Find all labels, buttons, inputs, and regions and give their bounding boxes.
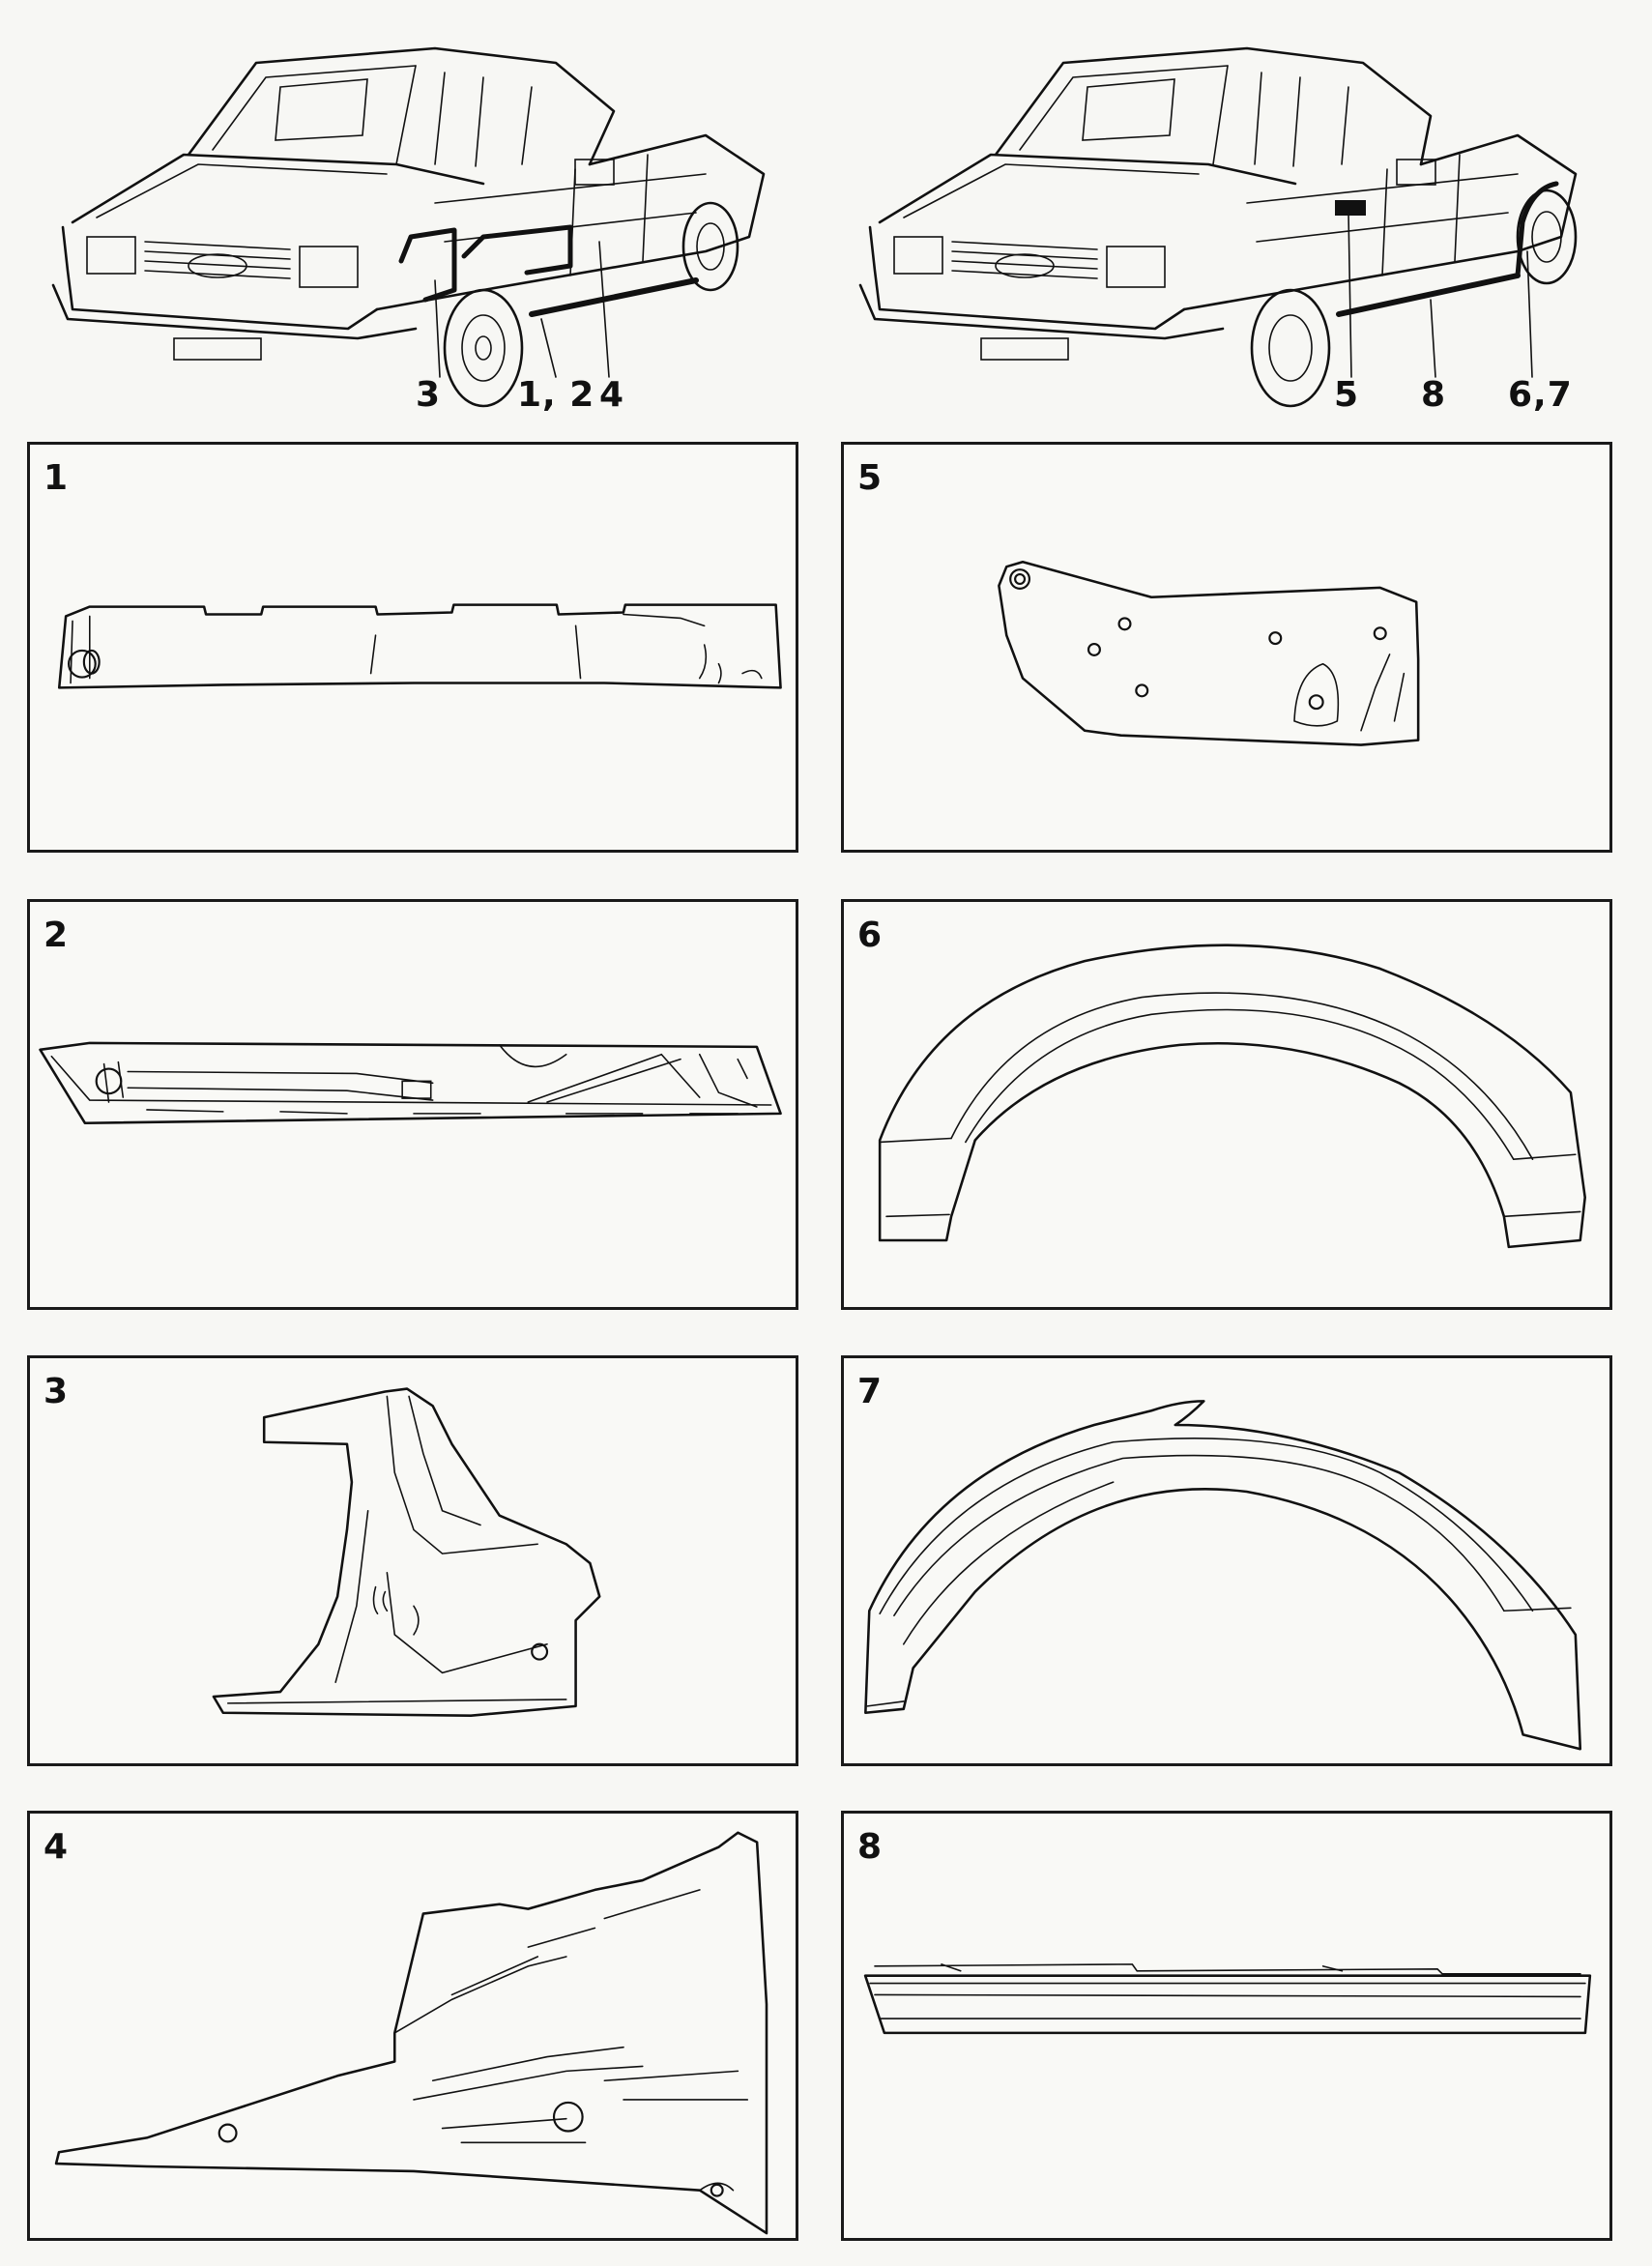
panel-number: 1 <box>43 458 69 498</box>
callout-label: 1, 2 <box>517 375 595 415</box>
part-8-drawing <box>863 1963 1592 2035</box>
part-panel-8: 8 <box>841 1811 1612 2241</box>
panel-number: 4 <box>43 1827 69 1867</box>
part-panel-3: 3 <box>27 1355 798 1766</box>
part-panel-7: 7 <box>841 1355 1612 1766</box>
part-panel-5: 5 <box>841 442 1612 853</box>
callout-label: 3 <box>416 375 442 415</box>
part-7-drawing <box>864 1400 1582 1751</box>
car-illustration <box>51 46 766 408</box>
panel-number: 2 <box>43 915 69 955</box>
part-3-drawing <box>212 1387 601 1717</box>
callout-label: 6,7 <box>1508 375 1573 415</box>
part-panel-6: 6 <box>841 899 1612 1310</box>
car-illustration <box>858 46 1578 408</box>
panel-number: 6 <box>857 915 883 955</box>
callout-label: 5 <box>1334 375 1360 415</box>
callout-label: 8 <box>1421 375 1447 415</box>
panel-number: 7 <box>857 1372 883 1411</box>
panel-number: 3 <box>43 1372 69 1411</box>
part-5-drawing <box>998 560 1420 746</box>
part-2-drawing <box>39 1041 782 1125</box>
part-panel-2: 2 <box>27 899 798 1310</box>
car-diagram-front-left: 3 1, 2 4 <box>29 19 783 425</box>
part-4-drawing <box>54 1831 768 2235</box>
part-panel-1: 1 <box>27 442 798 853</box>
part-6-drawing <box>878 944 1586 1249</box>
panel-number: 8 <box>857 1827 883 1867</box>
panel-number: 5 <box>857 458 883 498</box>
car-diagram-rear-right: 5 8 6,7 <box>851 19 1605 425</box>
callout-label: 4 <box>599 375 625 415</box>
part-1-drawing <box>57 603 782 689</box>
part-panel-4: 4 <box>27 1811 798 2241</box>
